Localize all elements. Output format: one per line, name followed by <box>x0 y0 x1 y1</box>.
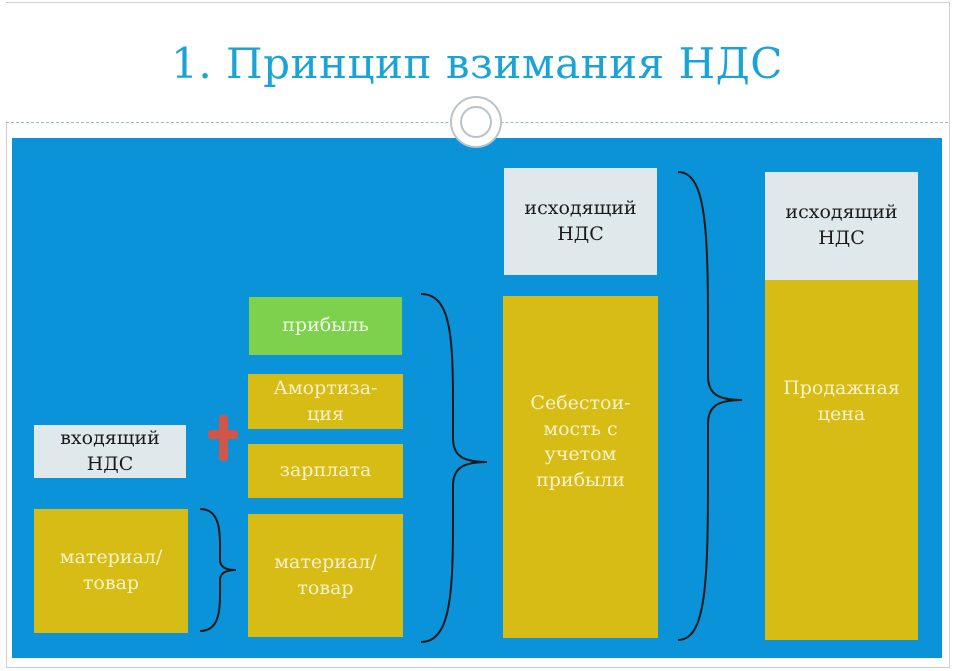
sale-price-label: Продажная цена <box>783 377 900 425</box>
output-vat-box-1: исходящий НДС <box>504 168 657 275</box>
plus-icon <box>208 415 238 461</box>
salary-label: зарплата <box>279 459 372 482</box>
input-vat-box: входящий НДС <box>34 425 186 478</box>
salary-box: зарплата <box>248 444 403 498</box>
material-mid-label: материал/ товар <box>274 550 377 599</box>
output-vat-label-2: исходящий НДС <box>785 201 898 249</box>
sale-price-stack: исходящий НДС Продажная цена <box>765 172 918 640</box>
depreciation-label: Амортиза- ция <box>273 376 378 425</box>
material-mid-box: материал/ товар <box>248 514 403 637</box>
brace-material-icon <box>199 508 237 632</box>
output-vat-label-1: исходящий НДС <box>524 196 637 245</box>
brace-sale-icon <box>677 171 743 641</box>
profit-box: прибыль <box>249 297 402 355</box>
depreciation-box: Амортиза- ция <box>248 374 403 429</box>
material-left-label: материал/ товар <box>59 546 163 594</box>
slide-title: 1. Принцип взимания НДС <box>171 39 783 88</box>
input-vat-label: входящий НДС <box>60 426 160 475</box>
sale-price-box: Продажная цена <box>765 280 918 640</box>
divider-ring-inner <box>460 106 492 138</box>
cost-with-profit-label: Себестои- мость с учетом прибыли <box>530 392 631 491</box>
divider-ring-ornament <box>450 96 502 148</box>
profit-label: прибыль <box>282 314 369 337</box>
output-vat-box-2: исходящий НДС <box>765 172 918 280</box>
cost-with-profit-box: Себестои- мость с учетом прибыли <box>503 296 658 638</box>
material-left-box: материал/ товар <box>34 509 188 633</box>
brace-cost-icon <box>420 293 488 643</box>
